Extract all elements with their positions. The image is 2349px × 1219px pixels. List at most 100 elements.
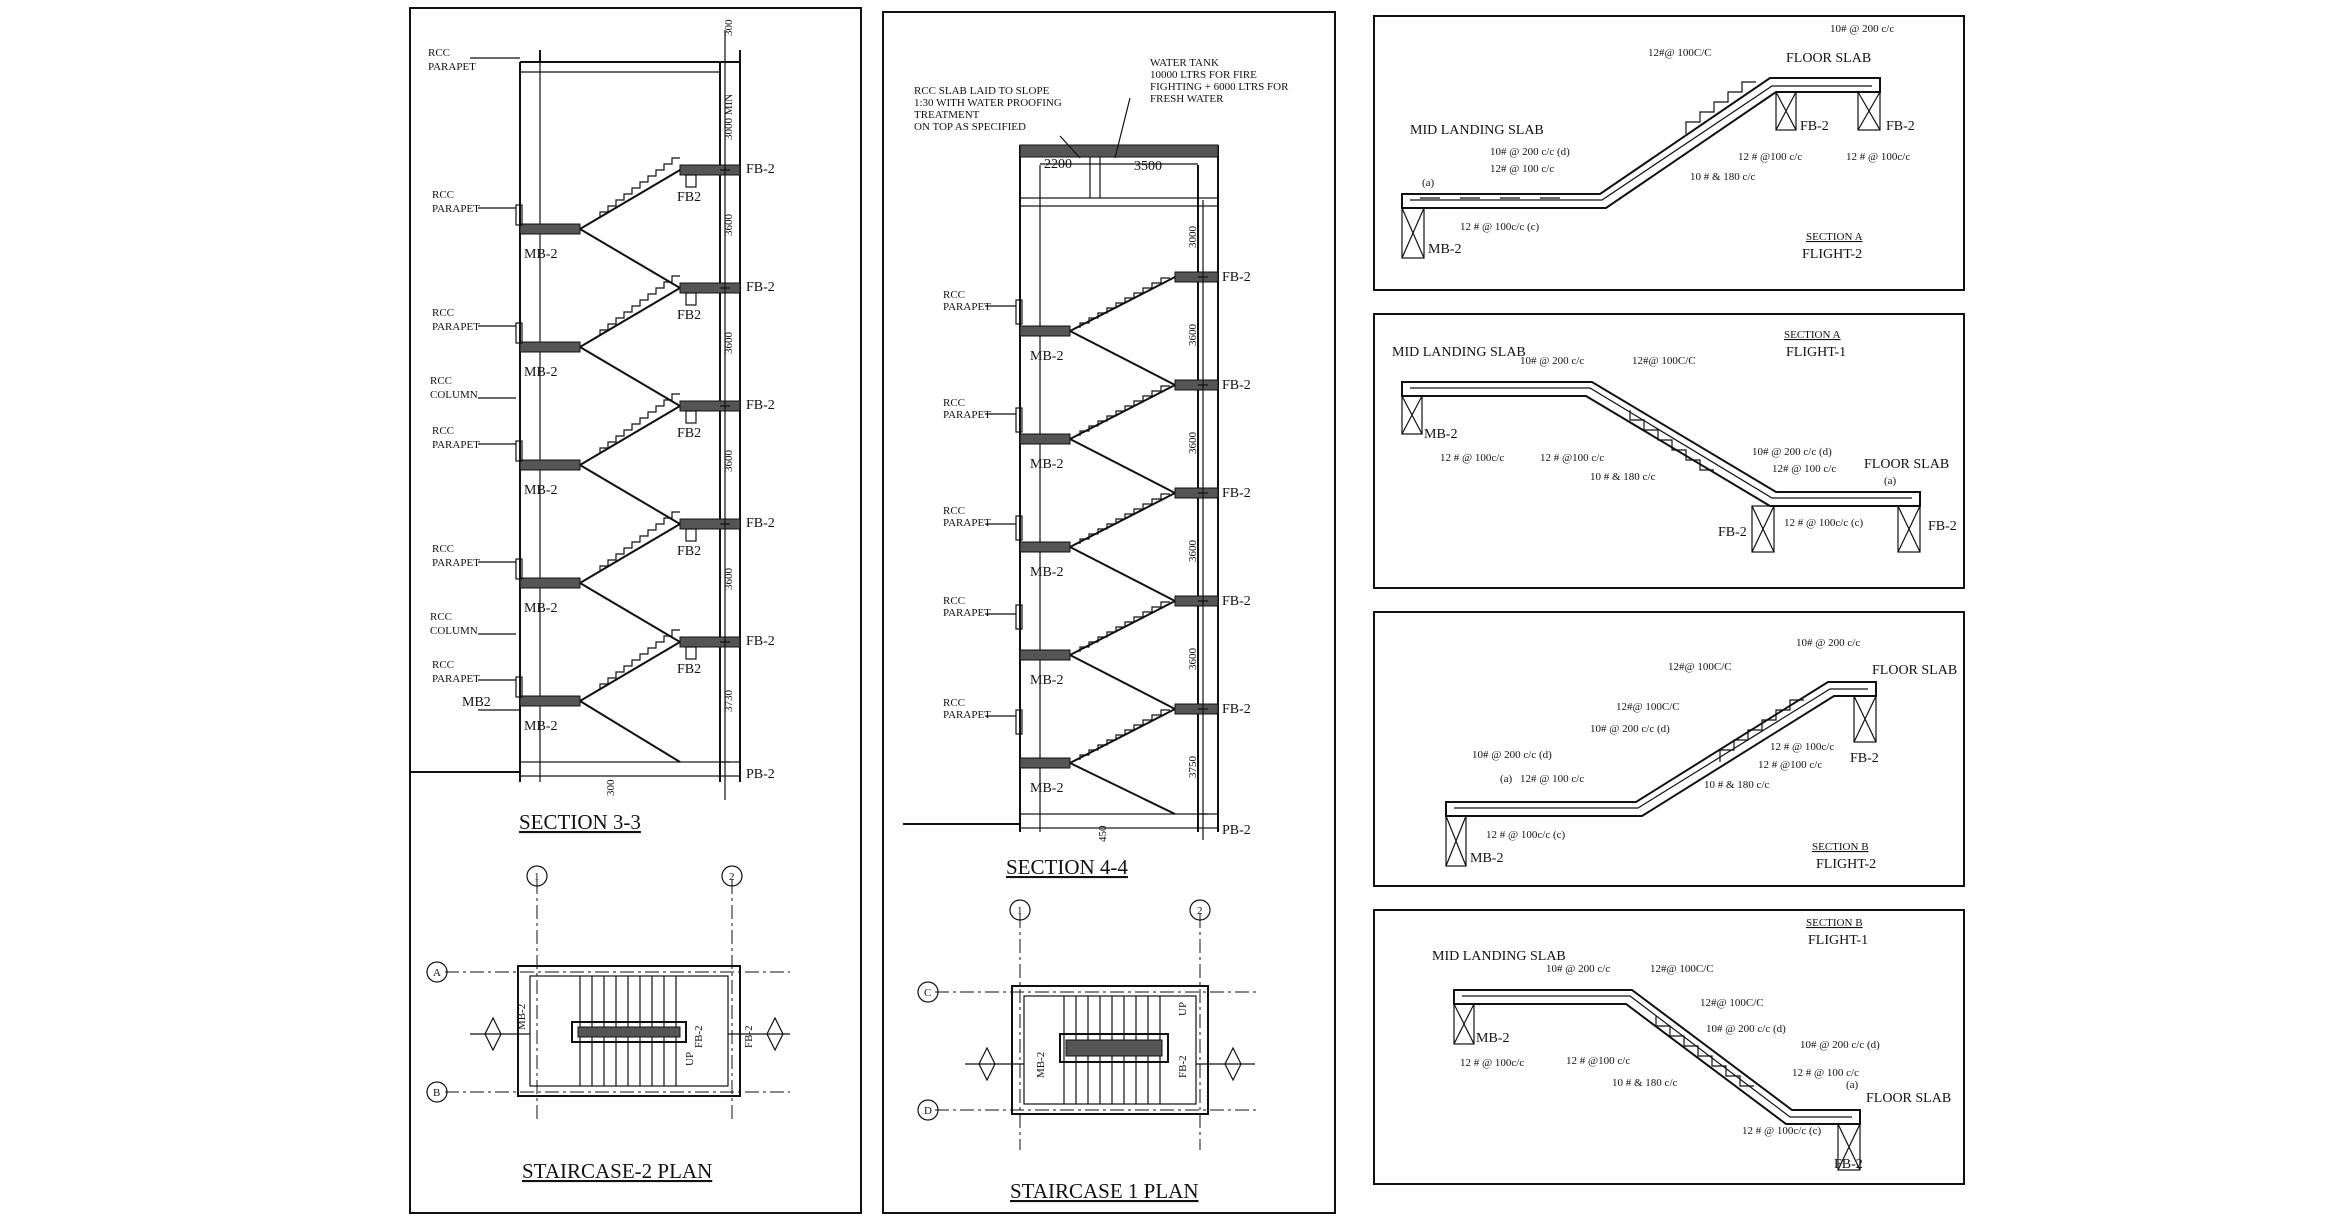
b2-note-4: 10# @ 200 c/c (d)	[1590, 723, 1670, 735]
s33-dim-2: 3600	[723, 214, 735, 237]
s33-label-6: RCC	[430, 375, 452, 387]
detail-a2-drawing	[1401, 77, 1881, 259]
a2-note-4: 10# @ 200 c/c (d)	[1490, 146, 1570, 158]
b2-note-11: 10 # & 180 c/c	[1704, 779, 1769, 791]
b1-note-0: MID LANDING SLAB	[1432, 949, 1566, 964]
b2-note-8: 12 # @ 100c/c	[1770, 741, 1834, 753]
s44-label-par-2: PARAPET	[943, 409, 991, 421]
s33-fb2r-4: FB-2	[746, 516, 775, 531]
a1-note-8: 12# @ 100 c/c	[1772, 463, 1836, 475]
s44-label-rcc-2: RCC	[943, 397, 965, 409]
s44-pb2: PB-2	[1222, 823, 1251, 838]
plan1-up: UP	[1177, 1002, 1189, 1016]
s33-dim-3: 3600	[723, 332, 735, 355]
detail-a1-sub: FLIGHT-1	[1786, 345, 1846, 360]
a2-note-3: MID LANDING SLAB	[1410, 123, 1544, 138]
s44-dim-b: 3500	[1134, 159, 1162, 174]
s33-dim-4: 3600	[723, 450, 735, 473]
s44-mb2-1: MB-2	[1030, 349, 1063, 364]
b1-note-6: 12 # @ 100c/c	[1460, 1057, 1524, 1069]
b1-note-7: 12 # @100 c/c	[1566, 1055, 1630, 1067]
s44-dim-5: 3750	[1187, 756, 1199, 779]
s44-label-par-3: PARAPET	[943, 517, 991, 529]
s33-mb2-3: MB-2	[524, 483, 557, 498]
detail-b2-drawing	[1445, 681, 1877, 867]
plan1-grid-2: 2	[1197, 905, 1203, 917]
a1-note-4: 12 # @ 100c/c	[1440, 452, 1504, 464]
s44-label-par-4: PARAPET	[943, 607, 991, 619]
section-3-3-drawing	[410, 30, 741, 800]
a1-note-13: FB-2	[1928, 519, 1957, 534]
s44-note-tank-1: 10000 LTRS FOR FIRE	[1150, 69, 1257, 81]
plan2-fb-1: FB-2	[693, 1025, 705, 1048]
b1-note-12: FLOOR SLAB	[1866, 1091, 1951, 1106]
s33-dim-1: 3000 MIN	[723, 94, 735, 140]
b1-note-4: MB-2	[1476, 1031, 1509, 1046]
s33-fb2-2: FB2	[677, 308, 701, 323]
s44-note-slab-1: 1:30 WITH WATER PROOFING	[914, 97, 1062, 109]
b2-note-13: MB-2	[1470, 851, 1503, 866]
s33-label-1: PARAPET	[428, 61, 476, 73]
a1-note-6: 10 # & 180 c/c	[1590, 471, 1655, 483]
panel-detail-b-flight-2	[1373, 611, 1965, 887]
s44-fb2-4: FB-2	[1222, 594, 1251, 609]
a2-note-12: 12 # @ 100c/c (c)	[1460, 221, 1539, 233]
a2-note-13: MB-2	[1428, 242, 1461, 257]
s33-fb2r-2: FB-2	[746, 280, 775, 295]
s44-label-rcc-5: RCC	[943, 697, 965, 709]
s44-dim-0: 3000	[1187, 226, 1199, 249]
s33-label-2: RCC	[432, 189, 454, 201]
plan1-grid-d: D	[924, 1105, 932, 1117]
s33-mb2-alt: MB2	[462, 695, 491, 710]
b1-note-9: 10# @ 200 c/c (d)	[1800, 1039, 1880, 1051]
plan2-grid-a: A	[433, 967, 441, 979]
a1-note-12: 12 # @ 100c/c (c)	[1784, 517, 1863, 529]
section-3-3-title: SECTION 3-3	[519, 810, 641, 834]
s33-fb2-3: FB2	[677, 426, 701, 441]
plan2-fb-2: FB-2	[743, 1025, 755, 1048]
a1-note-11: FB-2	[1718, 525, 1747, 540]
s33-fb2r-5: FB-2	[746, 634, 775, 649]
s44-note-tank-2: FIGHTING + 6000 LTRS FOR	[1150, 81, 1289, 93]
s44-dim-2: 3600	[1187, 432, 1199, 455]
s44-dim-3: 3600	[1187, 540, 1199, 563]
a1-note-0: MID LANDING SLAB	[1392, 345, 1526, 360]
s33-dim-5: 3600	[723, 568, 735, 591]
b2-note-2: FLOOR SLAB	[1872, 663, 1957, 678]
b1-note-1: 10# @ 200 c/c	[1546, 963, 1610, 975]
s33-label-12: RCC	[430, 611, 452, 623]
s44-mb2-3: MB-2	[1030, 565, 1063, 580]
staircase-1-plan-drawing	[917, 899, 1260, 1150]
s44-note-tank-0: WATER TANK	[1150, 57, 1219, 69]
s44-mb2-4: MB-2	[1030, 673, 1063, 688]
s44-dim-a: 2200	[1044, 157, 1072, 172]
s44-fb2-5: FB-2	[1222, 702, 1251, 717]
b1-note-14: FB-2	[1834, 1157, 1863, 1172]
s33-label-11: PARAPET	[432, 557, 480, 569]
s44-note-slab-2: TREATMENT	[914, 109, 980, 121]
a1-note-2: 12#@ 100C/C	[1632, 355, 1696, 367]
s44-fb2-2: FB-2	[1222, 378, 1251, 393]
s44-mb2-2: MB-2	[1030, 457, 1063, 472]
plan2-mb: MB-2	[516, 1004, 528, 1030]
detail-b2-title: SECTION B	[1812, 841, 1869, 853]
a1-note-3: MB-2	[1424, 427, 1457, 442]
plan1-grid-1: 1	[1017, 905, 1023, 917]
b2-note-12: 12 # @ 100c/c (c)	[1486, 829, 1565, 841]
panel-detail-b-flight-1	[1373, 909, 1965, 1185]
a1-note-9: FLOOR SLAB	[1864, 457, 1949, 472]
s44-note-slab-0: RCC SLAB LAID TO SLOPE	[914, 85, 1050, 97]
b2-note-7: 12# @ 100 c/c	[1520, 773, 1584, 785]
s33-label-4: RCC	[432, 307, 454, 319]
b2-note-9: 12 # @100 c/c	[1758, 759, 1822, 771]
b2-note-0: 10# @ 200 c/c	[1796, 637, 1860, 649]
a2-note-8: FB-2	[1886, 119, 1915, 134]
plan2-grid-1: 1	[534, 871, 540, 883]
s33-fb2-5: FB2	[677, 662, 701, 677]
a2-note-5: 12# @ 100 c/c	[1490, 163, 1554, 175]
s33-label-14: RCC	[432, 659, 454, 671]
s33-fb2r-3: FB-2	[746, 398, 775, 413]
s33-label-7: COLUMN	[430, 389, 478, 401]
a2-note-9: 12 # @100 c/c	[1738, 151, 1802, 163]
plan1-fb: FB-2	[1177, 1055, 1189, 1078]
